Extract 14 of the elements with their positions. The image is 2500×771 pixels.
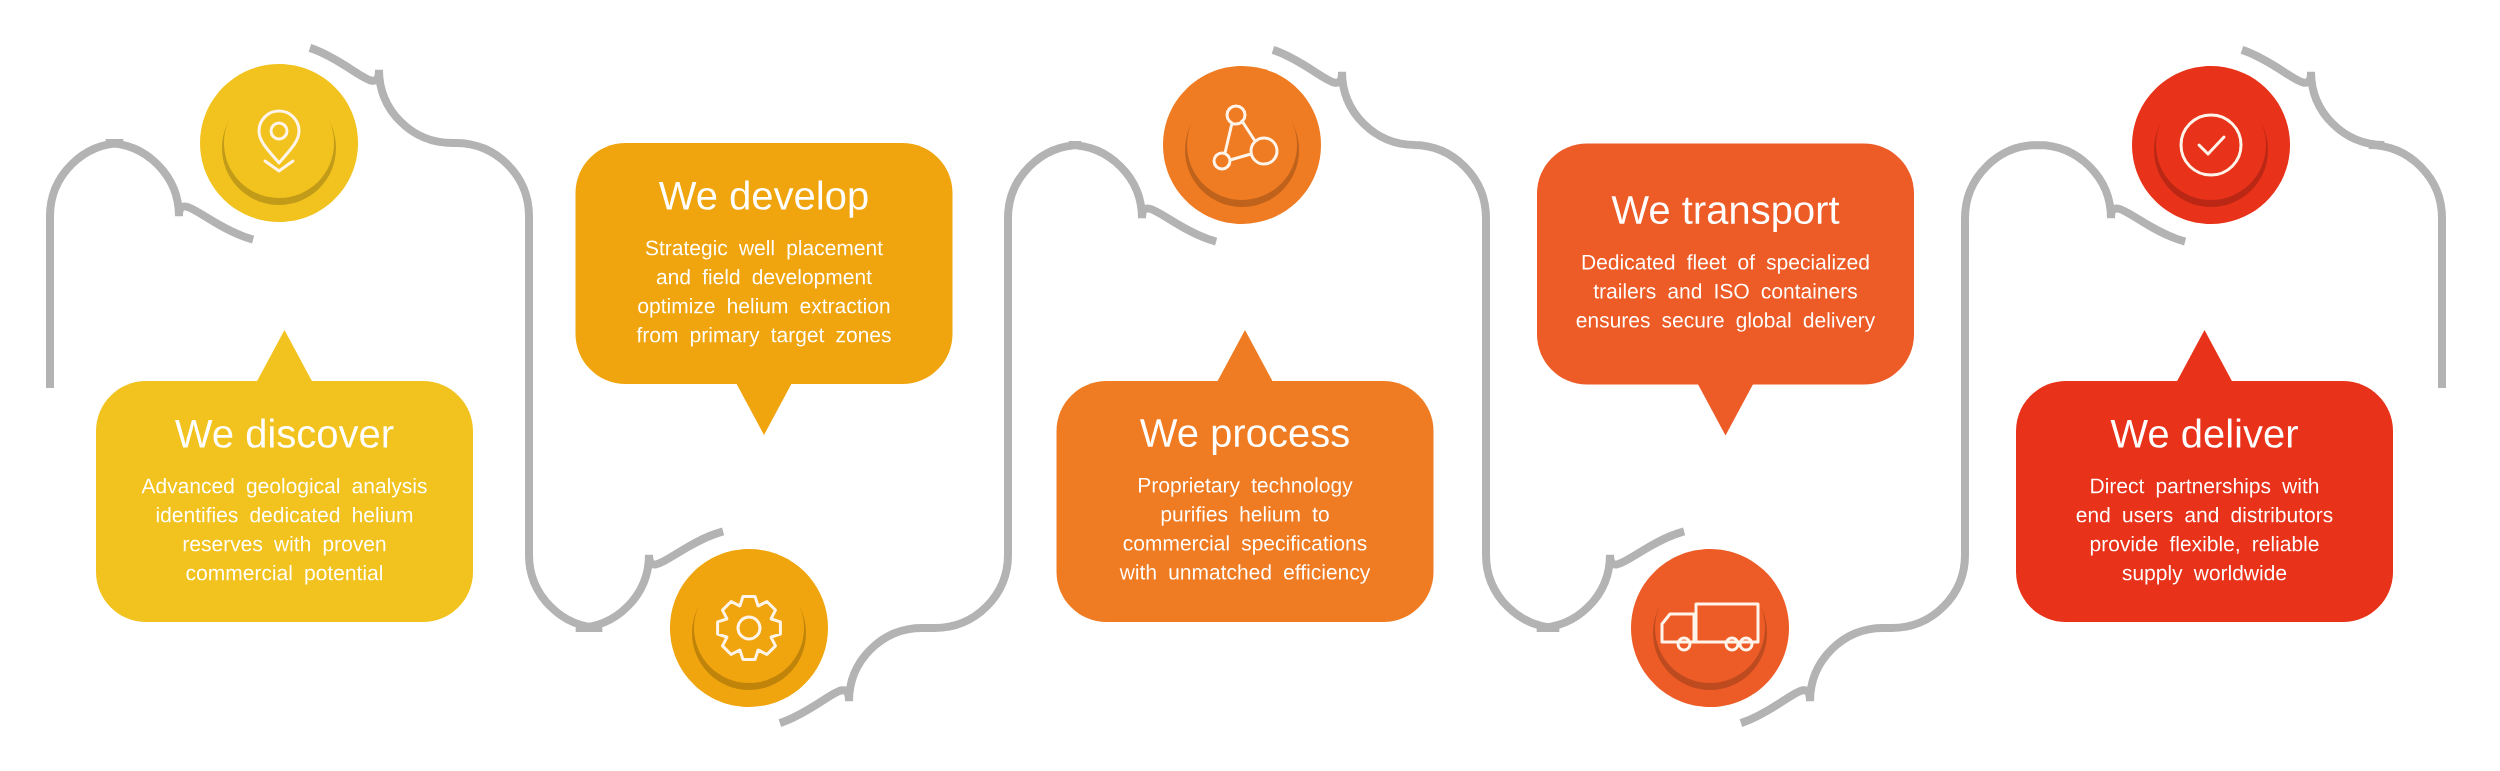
callout-box: We discover Advanced geological analysis identifies dedicated helium reserves with proven commercial potential xyxy=(96,330,473,622)
connector-line xyxy=(1739,141,2187,727)
connector-line xyxy=(308,44,725,632)
callout-box: We deliver Direct partnerships with end users and distributors provide flexible, reliable supply worldwide xyxy=(2016,330,2393,622)
step-circle xyxy=(2132,66,2290,224)
step-circle xyxy=(1163,66,1321,224)
step-circle xyxy=(200,64,358,222)
connector-line xyxy=(778,141,1218,727)
callout-box: We develop Strategic well placement and field development optimize helium extraction from primary target zones xyxy=(575,143,953,435)
step-circle xyxy=(670,549,828,707)
callout-box: We transport Dedicated fleet of specialized trailers and ISO containers ensures secure global delivery xyxy=(1537,143,1914,436)
connector-line xyxy=(1271,46,1686,632)
step-circle xyxy=(1631,549,1789,707)
callout-box: We process Proprietary technology purifies helium to commercial specifications with unmatched efficiency xyxy=(1056,330,1434,622)
